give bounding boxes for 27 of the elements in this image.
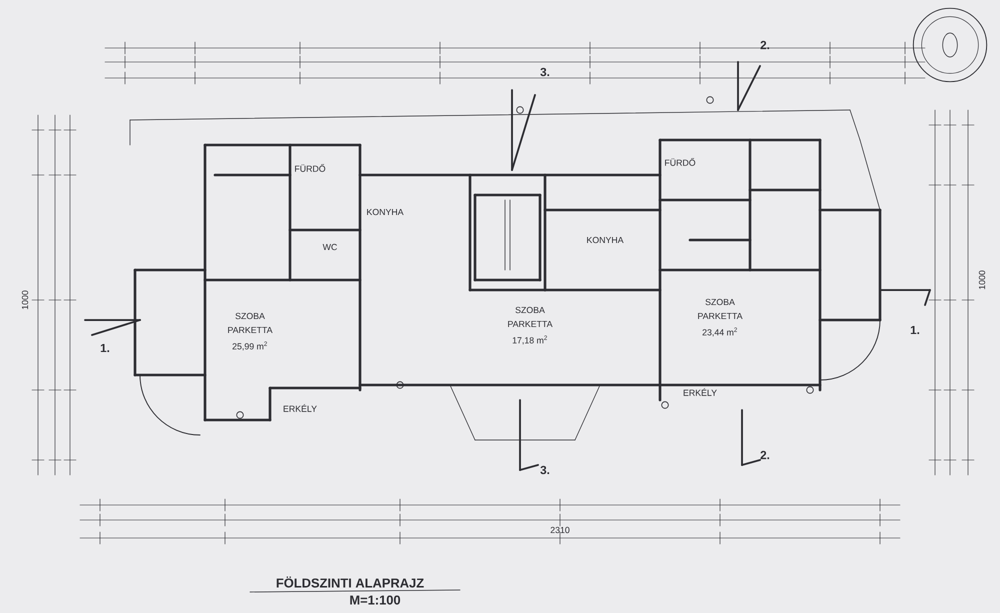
drawing-title: FÖLDSZINTI ALAPRAJZ — [250, 576, 460, 592]
dimension-label: 1000 — [22, 290, 28, 310]
section-label: 2. — [760, 40, 770, 50]
room-label: SZOBA — [516, 306, 545, 314]
dimension-label: 1000 — [978, 270, 986, 290]
room-label: SZOBA — [706, 298, 735, 306]
section-label: 1. — [910, 326, 920, 334]
room-label: PARKETTA — [698, 312, 743, 320]
room-label: KONYHA — [587, 236, 624, 244]
room-label: ERKÉLY — [284, 404, 317, 412]
room-label: PARKETTA — [508, 320, 553, 328]
dimension-label: 2310 — [550, 526, 570, 534]
section-label: 3. — [540, 68, 550, 76]
room-label: 25,99 m$^{2}$ — [232, 342, 267, 350]
room-label: SZOBA — [236, 312, 265, 320]
room-label: KONYHA — [367, 208, 404, 216]
section-label: 2. — [760, 450, 770, 460]
scale-label: M=1:100 — [350, 595, 400, 605]
room-label: FÜRDŐ — [295, 164, 326, 172]
room-label: WC — [322, 244, 337, 250]
room-label: 17,18 m$^{2}$ — [512, 336, 547, 344]
room-label: ERKÉLY — [684, 388, 717, 396]
section-label: 3. — [540, 466, 550, 474]
room-label: PARKETTA — [228, 326, 273, 334]
section-label: 1. — [100, 344, 110, 352]
room-label: FÜRDŐ — [665, 158, 696, 166]
room-label: 23,44 m$^{2}$ — [702, 328, 737, 336]
